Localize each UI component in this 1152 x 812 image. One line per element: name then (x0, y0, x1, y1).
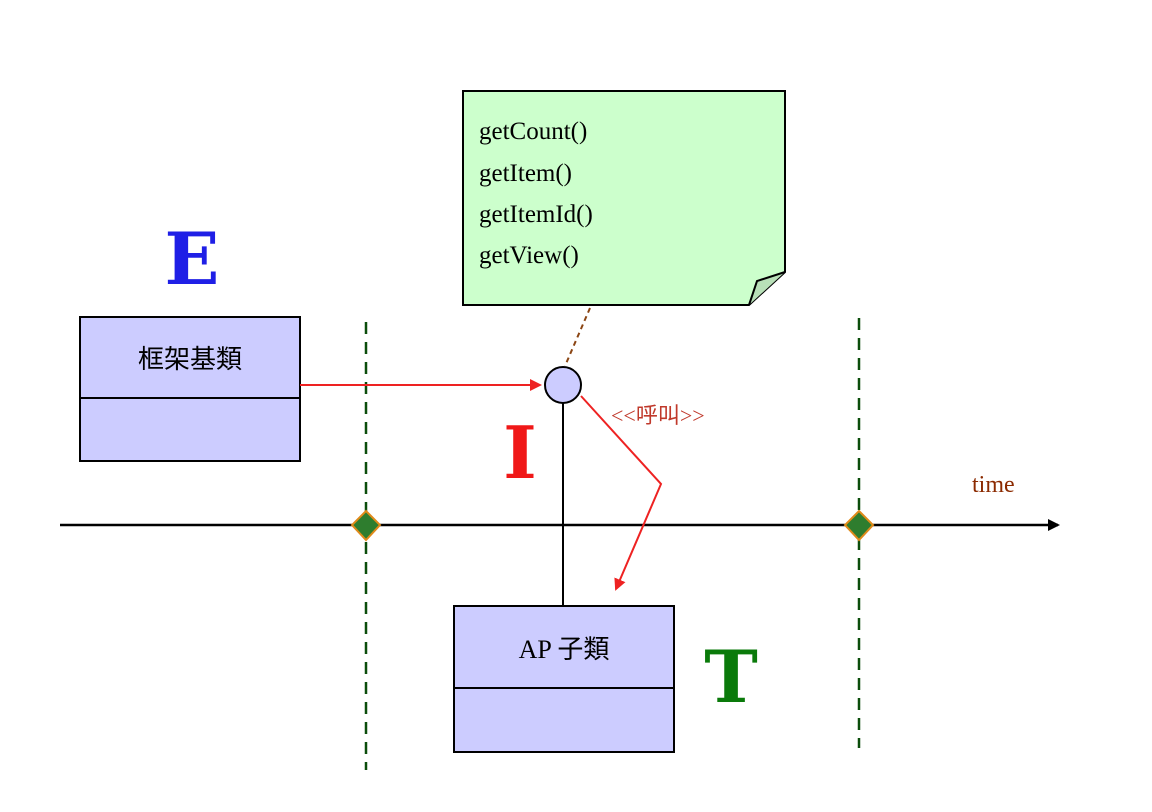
letter-t: T (704, 634, 758, 719)
call-arrow (580, 395, 663, 591)
letter-i: I (503, 410, 537, 495)
right-diamond-marker (843, 509, 875, 542)
time-axis-label: time (972, 472, 1015, 498)
ap-class-box: AP 子類 (453, 605, 675, 753)
method-note: getCount() getItem() getItemId() getView… (462, 90, 786, 306)
call-label: <<呼叫>> (611, 403, 705, 428)
ap-class-name: AP 子類 (519, 635, 610, 664)
note-method-1: getItem() (479, 160, 572, 187)
letter-e: E (165, 216, 220, 301)
framework-class-name: 框架基類 (138, 345, 242, 374)
framework-class-box: 框架基類 (79, 316, 301, 462)
note-method-2: getItemId() (479, 201, 593, 228)
note-method-0: getCount() (479, 118, 587, 145)
interface-circle (544, 366, 582, 404)
note-connector-line (564, 307, 591, 367)
note-method-3: getView() (479, 242, 579, 269)
left-diamond-marker (350, 509, 382, 542)
